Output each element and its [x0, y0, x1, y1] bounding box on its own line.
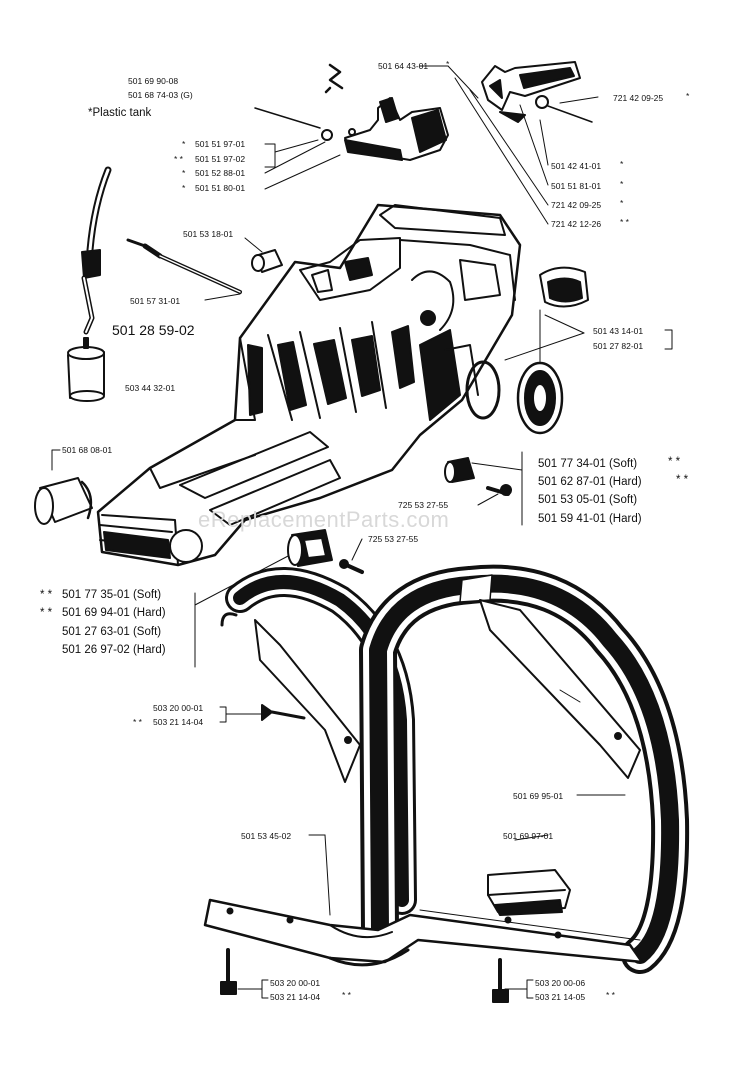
- filler-cap-label-2: 501 68 74-03 (G): [128, 90, 193, 100]
- bolts: [220, 948, 509, 1003]
- trigger-mark-4: * *: [620, 217, 629, 227]
- av-lower-label-1: 501 77 35-01 (Soft): [62, 589, 162, 601]
- bolt-bottom-left-mark-2: * *: [342, 990, 351, 1000]
- av-right-mark-2: * *: [676, 474, 689, 486]
- av-lower-mark-1: * *: [40, 589, 53, 601]
- watermark: eReplacementParts.com: [198, 507, 450, 532]
- filter-label-1: 501 51 97-01: [195, 139, 246, 149]
- fuel-filter-label: 503 44 32-01: [125, 383, 176, 393]
- front-handle-label: 501 69 95-01: [513, 791, 564, 801]
- av-right-label-2: 501 62 87-01 (Hard): [538, 476, 642, 488]
- av-parts: [34, 266, 589, 574]
- trigger-label-2: 501 51 81-01: [551, 181, 602, 191]
- filter-mark-1: *: [182, 139, 186, 149]
- av-right-label-1: 501 77 34-01 (Soft): [538, 458, 638, 470]
- filter-mark-3: *: [182, 168, 186, 178]
- filter-mark-2: * *: [174, 154, 183, 164]
- bolt-bottom-right-label-2: 503 21 14-05: [535, 992, 586, 1002]
- bolt-left-label-2: 503 21 14-04: [153, 717, 204, 727]
- bottom-bar: [203, 869, 644, 967]
- bolt-bottom-left-label-2: 503 21 14-04: [270, 992, 321, 1002]
- av-lower-label-3: 501 27 63-01 (Soft): [62, 626, 162, 638]
- filler-cap-label-1: 501 69 90-08: [128, 76, 179, 86]
- av-right-label-3: 501 53 05-01 (Soft): [538, 494, 638, 506]
- fuel-system: [67, 166, 283, 402]
- trigger-label-3: 721 42 09-25: [551, 200, 602, 210]
- av-lower-label-2: 501 69 94-01 (Hard): [62, 607, 166, 619]
- grommet-label: 501 53 18-01: [183, 229, 234, 239]
- throttle-parts: [254, 61, 593, 161]
- buffer-right-label-1: 501 43 14-01: [593, 326, 644, 336]
- rod-label: 501 57 31-01: [130, 296, 181, 306]
- av-right-mark-1: * *: [668, 456, 681, 468]
- plastic-tank-note: *Plastic tank: [88, 107, 152, 119]
- trigger-mark-3: *: [620, 198, 624, 208]
- fuel-hose-label: 501 28 59-02: [112, 322, 195, 338]
- av-right-label-4: 501 59 41-01 (Hard): [538, 513, 642, 525]
- trigger-label-4: 721 42 12-26: [551, 219, 602, 229]
- filter-mark-4: *: [182, 183, 186, 193]
- av-left-label: 501 68 08-01: [62, 445, 113, 455]
- trigger-label-1: 501 42 41-01: [551, 161, 602, 171]
- bolt-bottom-left-label-1: 503 20 00-01: [270, 978, 321, 988]
- trigger-mark-1: *: [620, 159, 624, 169]
- housing: [96, 203, 522, 567]
- screw-top-right-label: 721 42 09-25: [613, 93, 664, 103]
- front-handle-art: [359, 564, 690, 974]
- bolt-left-mark-2: * *: [133, 717, 142, 727]
- leader-lines: [51, 65, 673, 999]
- clamp-label: 501 69 97-01: [503, 831, 554, 841]
- bolt-bottom-right-mark-2: * *: [606, 990, 615, 1000]
- spring-top-label: 501 64 43-01: [378, 61, 429, 71]
- spring-top-mark: *: [446, 59, 450, 69]
- bolt-bottom-right-label-1: 503 20 00-06: [535, 978, 586, 988]
- screw-mid-label-2: 725 53 27-55: [368, 534, 419, 544]
- trigger-mark-2: *: [620, 179, 624, 189]
- filter-label-2: 501 51 97-02: [195, 154, 246, 164]
- screw-mid-label-1: 725 53 27-55: [398, 500, 449, 510]
- screw-top-right-mark: *: [686, 91, 690, 101]
- av-lower-label-4: 501 26 97-02 (Hard): [62, 644, 166, 656]
- av-lower-mark-2: * *: [40, 607, 53, 619]
- bolt-left-label-1: 503 20 00-01: [153, 703, 204, 713]
- filter-label-4: 501 51 80-01: [195, 183, 246, 193]
- buffer-right-label-2: 501 27 82-01: [593, 341, 644, 351]
- filter-label-3: 501 52 88-01: [195, 168, 246, 178]
- bracket-label: 501 53 45-02: [241, 831, 292, 841]
